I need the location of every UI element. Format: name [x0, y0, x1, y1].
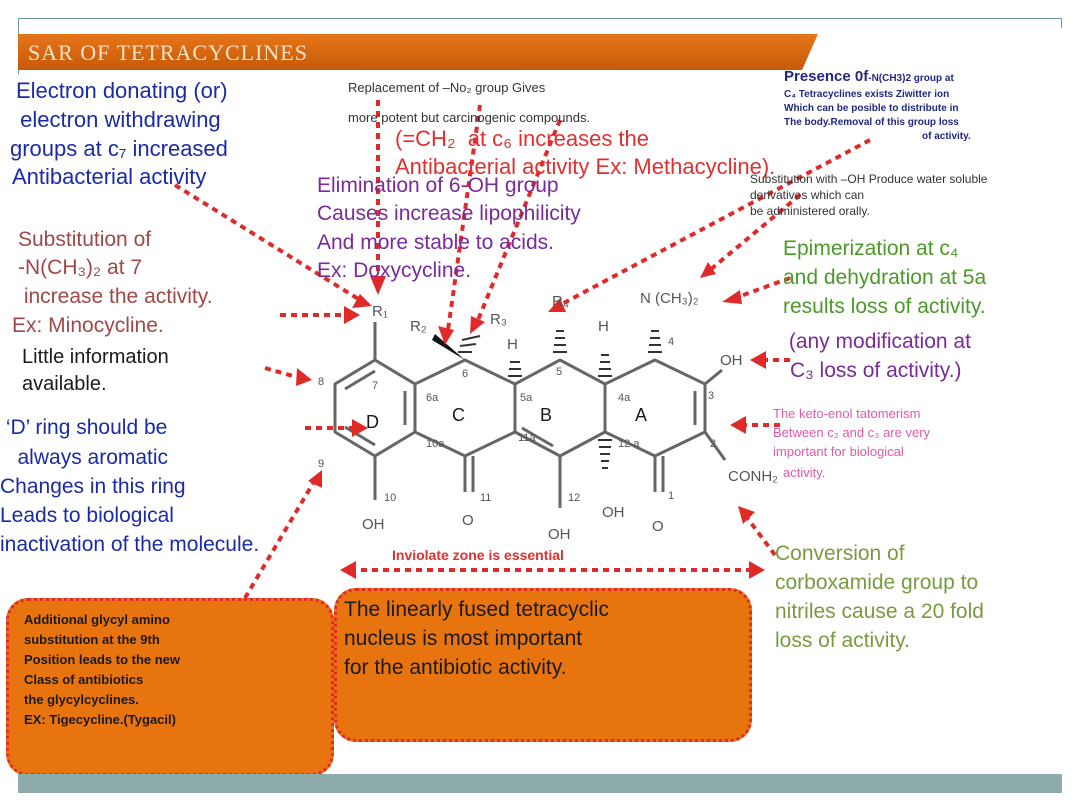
nme2-text-line4: Ex: Minocycline. [12, 314, 164, 337]
glycyl-line2: substitution at the 9th [24, 632, 160, 647]
presence-heading: Presence 0f-N(CH3)2 group at [784, 68, 954, 85]
epimerization-line2: and dehydration at 5a [783, 266, 987, 289]
slide-frame-right [1061, 18, 1062, 28]
atom-number-10a: 10a [426, 438, 445, 450]
conversion-line3: nitriles cause a 20 fold [775, 600, 984, 623]
oh-sub-line2: derivatives which can [750, 188, 865, 202]
footer-bar [18, 774, 1062, 793]
d-ring-line1: ‘D’ ring should be [0, 416, 168, 439]
nucleus-box [334, 588, 752, 742]
nucleus-line1: The linearly fused tetracyclic [344, 598, 609, 621]
nme2-text-line3: increase the activity. [18, 285, 213, 308]
oh3-label: OH [720, 352, 743, 369]
keto-enol-line4: activity. [783, 465, 826, 480]
c7-text-line3: groups at c₇ increased [10, 136, 228, 161]
slide-title: SAR OF TETRACYCLINES [28, 40, 308, 65]
oh6-text-line1: Elimination of 6-OH group [317, 174, 559, 197]
atom-number-6: 6 [462, 368, 469, 380]
o11-label: O [462, 512, 474, 529]
nme2-text-line1: Substitution of [18, 228, 152, 251]
oh6-text-line3: And more stable to acids. [317, 231, 554, 254]
atom-number-7: 7 [372, 380, 379, 392]
oh12-label: OH [548, 526, 571, 543]
oh6-text-line4: Ex: Doxycycline. [317, 259, 472, 282]
atom-number-4: 4 [668, 336, 675, 348]
presence-line1: C₄ Tetracyclines exists Ziwitter ion [784, 89, 950, 100]
r3-label: R₃ [490, 311, 507, 328]
little-info-line1: Little information [22, 346, 169, 368]
title-bar [18, 34, 818, 70]
glycyl-line6: EX: Tigecycline.(Tygacil) [24, 712, 176, 727]
r1-label: R₁ [372, 303, 388, 320]
ring-d-label: D [366, 412, 379, 432]
ring-a-label: A [635, 405, 648, 425]
keto-enol-line1: The keto-enol tatomerism [773, 406, 921, 421]
atom-number-1: 1 [668, 490, 675, 502]
atom-number-2: 2 [710, 438, 717, 450]
c7-text-line1: Electron donating (or) [16, 78, 228, 103]
nme2-text-line2: -N(CH₃)₂ at 7 [18, 256, 143, 279]
d-ring-line3: Changes in this ring [0, 475, 186, 498]
no2-text-line2: more potent but carcinogenic compounds. [348, 110, 591, 125]
keto-enol-line3: important for biological [773, 444, 904, 459]
glycyl-line3: Position leads to the new [24, 652, 181, 667]
ch2-text-line1: (=CH₂ at c₆ increases the [395, 126, 650, 151]
nucleus-line3: for the antibiotic activity. [344, 656, 567, 679]
presence-line2: Which can be posible to distribute in [784, 103, 959, 114]
c3-text-line1: (any modification at [783, 330, 971, 353]
presence-line3: The body.Removal of this group loss [784, 117, 959, 128]
atom-number-11: 11 [480, 492, 492, 504]
inviolate-label: Inviolate zone is essential [392, 547, 564, 563]
glycyl-line4: Class of antibiotics [24, 672, 144, 687]
atom-number-6a: 6a [426, 392, 439, 404]
atom-number-9: 9 [318, 458, 325, 470]
conversion-line1: Conversion of [775, 542, 905, 565]
nucleus-line2: nucleus is most important [344, 627, 583, 650]
atom-number-10: 10 [384, 492, 397, 504]
oh6-text-line2: Causes increase lipophilicity [317, 202, 581, 225]
oh12a-label: OH [602, 504, 625, 521]
presence-line4: of activity. [922, 131, 971, 142]
epimerization-line1: Epimerization at c₄ [783, 237, 959, 260]
c7-text-line4: Antibacterial activity [12, 164, 207, 189]
conh2-label: CONH₂ [728, 468, 778, 485]
d-ring-line2: always aromatic [0, 446, 169, 469]
epimerization-line3: results loss of activity. [783, 295, 986, 318]
ring-b-label: B [540, 405, 553, 425]
little-info-line2: available. [22, 373, 107, 395]
glycyl-line5: the glycylcyclines. [24, 692, 139, 707]
ring-c-label: C [452, 405, 465, 425]
keto-enol-line2: Between c₂ and c₃ are very [773, 425, 931, 440]
conversion-line4: loss of activity. [775, 629, 910, 652]
ch2-text-line2: Antibacterial activity Ex: Methacycline)… [395, 154, 776, 179]
c7-text-line2: electron withdrawing [14, 107, 221, 132]
oh-sub-line1: Substitution with –OH Produce water solu… [750, 172, 988, 186]
atom-number-12: 12 [568, 492, 581, 504]
atom-number-5a: 5a [520, 392, 533, 404]
glycyl-box [6, 598, 334, 776]
d-ring-line4: Leads to biological [0, 504, 174, 527]
slide-frame-top [18, 18, 1062, 19]
h-label-a: H [507, 336, 518, 353]
o1-label: O [652, 518, 664, 535]
atom-number-5: 5 [556, 366, 563, 378]
c3-text-line2: C₃ loss of activity.) [790, 359, 962, 382]
oh10-label: OH [362, 516, 385, 533]
r4-label: R₄ [552, 293, 569, 310]
r2-label: R₂ [410, 318, 427, 335]
atom-number-4a: 4a [618, 392, 631, 404]
atom-number-3: 3 [708, 390, 715, 402]
no2-text-line1: Replacement of –No₂ group Gives [348, 80, 546, 95]
atom-number-12a: 12 a [618, 438, 640, 450]
oh-sub-line3: be administered orally. [750, 204, 870, 218]
nme2-label: N (CH₃)₂ [640, 290, 699, 307]
h-label-b: H [598, 318, 609, 335]
d-ring-line5: inactivation of the molecule. [0, 533, 260, 556]
conversion-line2: corboxamide group to [775, 571, 979, 594]
atom-number-11a: 11a [518, 432, 536, 444]
atom-number-8: 8 [318, 376, 325, 388]
glycyl-line1: Additional glycyl amino [24, 612, 170, 627]
